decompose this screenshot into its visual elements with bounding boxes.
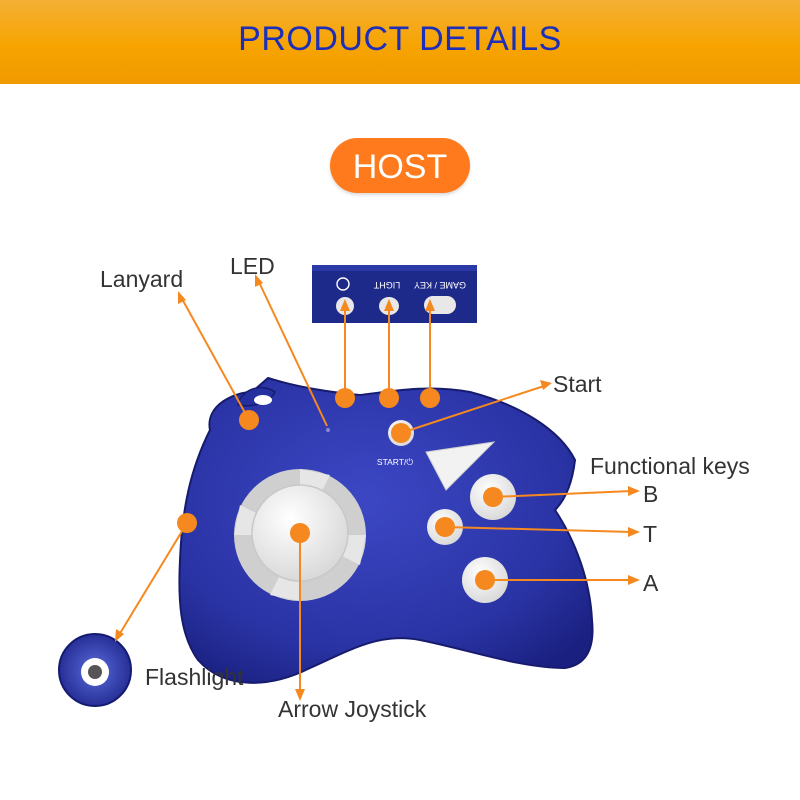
host-badge: HOST	[330, 138, 470, 193]
top-panel-inset: LIGHT GAME / KEY	[312, 265, 477, 323]
callout-lines	[118, 279, 633, 693]
game-key-label: GAME / KEY	[414, 280, 466, 290]
t-label: T	[643, 521, 658, 547]
triangle-button[interactable]	[425, 441, 496, 491]
lanyard-hole	[254, 395, 272, 405]
arrow-joystick-label: Arrow Joystick	[278, 696, 427, 722]
flashlight-inset	[58, 633, 132, 707]
lanyard-label: Lanyard	[100, 266, 184, 292]
flashlight-label: Flashlight	[145, 664, 244, 690]
host-badge-label: HOST	[352, 148, 448, 186]
header-banner: PRODUCT DETAILS	[0, 0, 800, 84]
led-label: LED	[230, 253, 275, 279]
page-title: PRODUCT DETAILS	[238, 20, 562, 58]
led-light	[326, 428, 330, 432]
start-label: Start	[553, 371, 602, 397]
controller-body	[178, 376, 594, 684]
start-button-label: START/⏻	[377, 457, 413, 467]
power-symbol-icon	[336, 277, 350, 291]
callout-dots	[177, 388, 503, 590]
b-label: B	[643, 481, 659, 507]
callout-arrowheads	[115, 274, 640, 701]
light-label: LIGHT	[373, 280, 400, 290]
functional-keys-label: Functional keys	[590, 453, 750, 479]
a-label: A	[643, 570, 659, 596]
